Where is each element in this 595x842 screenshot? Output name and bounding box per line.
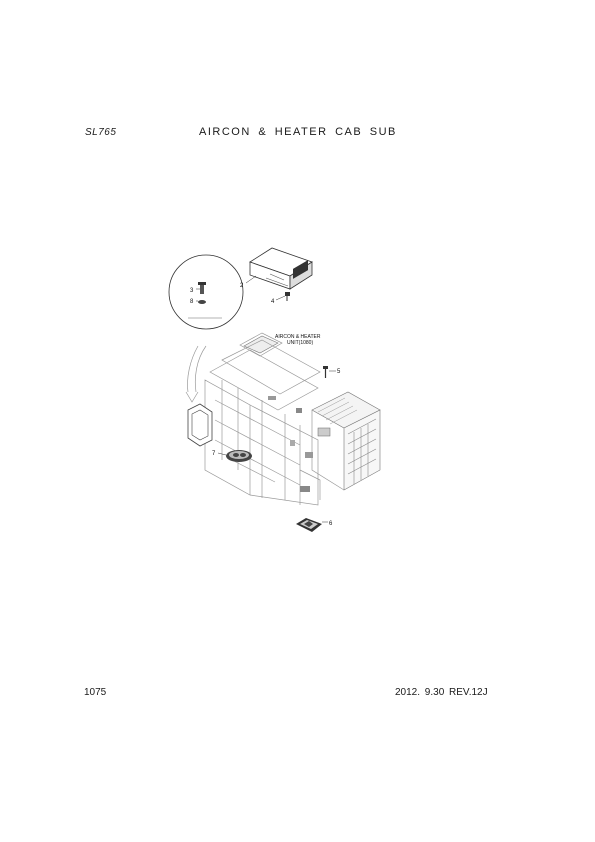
- callout-7: 7: [212, 451, 216, 457]
- switch-6-part: [296, 518, 322, 532]
- callout-8: 8: [190, 299, 194, 305]
- page-number: 1075: [84, 687, 107, 698]
- screw-part: [285, 292, 290, 301]
- hvac-unit: [187, 332, 381, 506]
- model-code: SL765: [85, 127, 117, 138]
- parts-diagram: 3 8 2 4 AIRCON & HEATER UNIT(1080) 5: [168, 247, 381, 532]
- callout-3: 3: [190, 288, 194, 294]
- bolt-part: [196, 282, 206, 294]
- unit-label-line1: AIRCON & HEATER: [275, 334, 321, 340]
- washer-part: [196, 300, 206, 304]
- callout-6: 6: [329, 521, 333, 527]
- detail-circle: [168, 254, 244, 403]
- page-title: AIRCON & HEATER CAB SUB: [199, 126, 397, 138]
- bolt-5-part: [323, 366, 328, 378]
- callout-4: 4: [271, 299, 275, 305]
- callout-5: 5: [337, 369, 341, 375]
- controller-part: [249, 247, 313, 290]
- unit-label-line2: UNIT(1080): [287, 340, 313, 346]
- revision-info: 2012. 9.30 REV.12J: [395, 687, 488, 698]
- callout-2: 2: [240, 283, 244, 289]
- switch-7-part: [226, 450, 252, 462]
